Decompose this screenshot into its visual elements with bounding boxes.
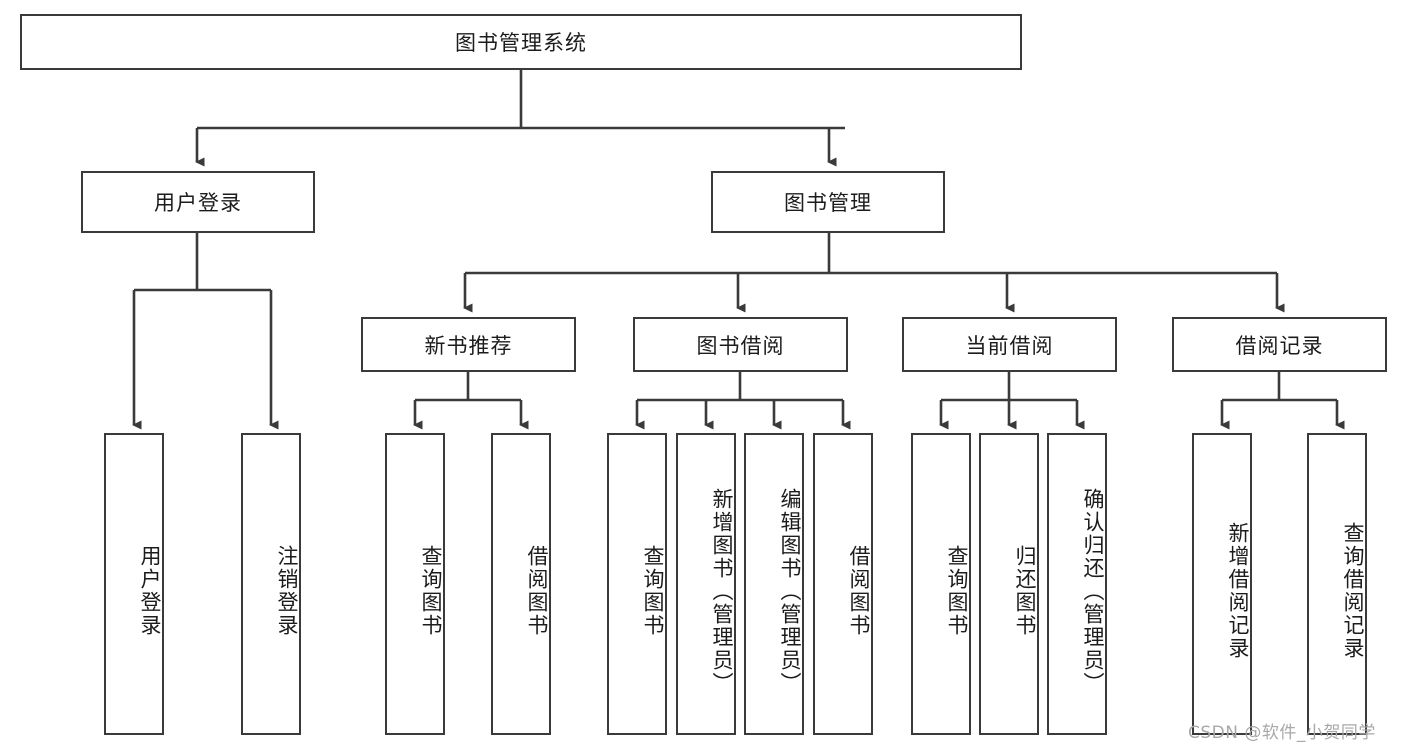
node-leaf-query-book-3-label: 查询图书 [945, 545, 969, 637]
node-leaf-query-record-label: 查询借阅记录 [1341, 522, 1365, 660]
node-leaf-edit-book[interactable]: 编辑图书（管理员） [744, 433, 804, 735]
node-leaf-confirm-return[interactable]: 确认归还（管理员） [1047, 433, 1107, 735]
node-leaf-query-record[interactable]: 查询借阅记录 [1307, 433, 1367, 735]
node-leaf-return-book-label: 归还图书 [1013, 545, 1037, 637]
node-borrow-record[interactable]: 借阅记录 [1172, 317, 1387, 372]
node-leaf-query-book-1-label: 查询图书 [419, 545, 443, 637]
node-leaf-return-book[interactable]: 归还图书 [979, 433, 1039, 735]
node-book-borrow[interactable]: 图书借阅 [633, 317, 848, 372]
node-book-manage-label: 图书管理 [784, 191, 872, 215]
node-current-borrow[interactable]: 当前借阅 [902, 317, 1117, 372]
node-leaf-add-record-label: 新增借阅记录 [1226, 522, 1250, 660]
node-user-login-label: 用户登录 [154, 191, 242, 215]
node-book-manage[interactable]: 图书管理 [711, 171, 945, 233]
node-leaf-user-login[interactable]: 用户登录 [104, 433, 164, 735]
node-new-book-rec-label: 新书推荐 [424, 333, 513, 358]
node-leaf-borrow-book-2-label: 借阅图书 [847, 545, 871, 637]
node-leaf-borrow-book-2[interactable]: 借阅图书 [813, 433, 873, 735]
csdn-watermark: CSDN @软件_小贺同学 [1188, 723, 1376, 743]
node-leaf-logout[interactable]: 注销登录 [241, 433, 301, 735]
node-new-book-rec[interactable]: 新书推荐 [361, 317, 576, 372]
node-leaf-add-book-label: 新增图书（管理员） [710, 487, 734, 695]
node-user-login[interactable]: 用户登录 [81, 171, 315, 233]
node-book-borrow-label: 图书借阅 [696, 333, 785, 358]
node-root[interactable]: 图书管理系统 [20, 14, 1022, 70]
node-leaf-borrow-book-1[interactable]: 借阅图书 [491, 433, 551, 735]
node-leaf-query-book-1[interactable]: 查询图书 [385, 433, 445, 735]
node-leaf-add-book[interactable]: 新增图书（管理员） [676, 433, 736, 735]
node-leaf-add-record[interactable]: 新增借阅记录 [1192, 433, 1252, 735]
node-leaf-confirm-return-label: 确认归还（管理员） [1081, 487, 1105, 695]
node-leaf-query-book-2[interactable]: 查询图书 [607, 433, 667, 735]
node-leaf-query-book-3[interactable]: 查询图书 [911, 433, 971, 735]
node-leaf-user-login-label: 用户登录 [138, 545, 162, 637]
node-borrow-record-label: 借阅记录 [1235, 333, 1324, 358]
node-leaf-borrow-book-1-label: 借阅图书 [525, 545, 549, 637]
node-leaf-query-book-2-label: 查询图书 [641, 545, 665, 637]
node-leaf-logout-label: 注销登录 [275, 545, 299, 637]
node-leaf-edit-book-label: 编辑图书（管理员） [778, 487, 802, 695]
node-current-borrow-label: 当前借阅 [965, 333, 1054, 358]
node-root-label: 图书管理系统 [455, 31, 587, 55]
